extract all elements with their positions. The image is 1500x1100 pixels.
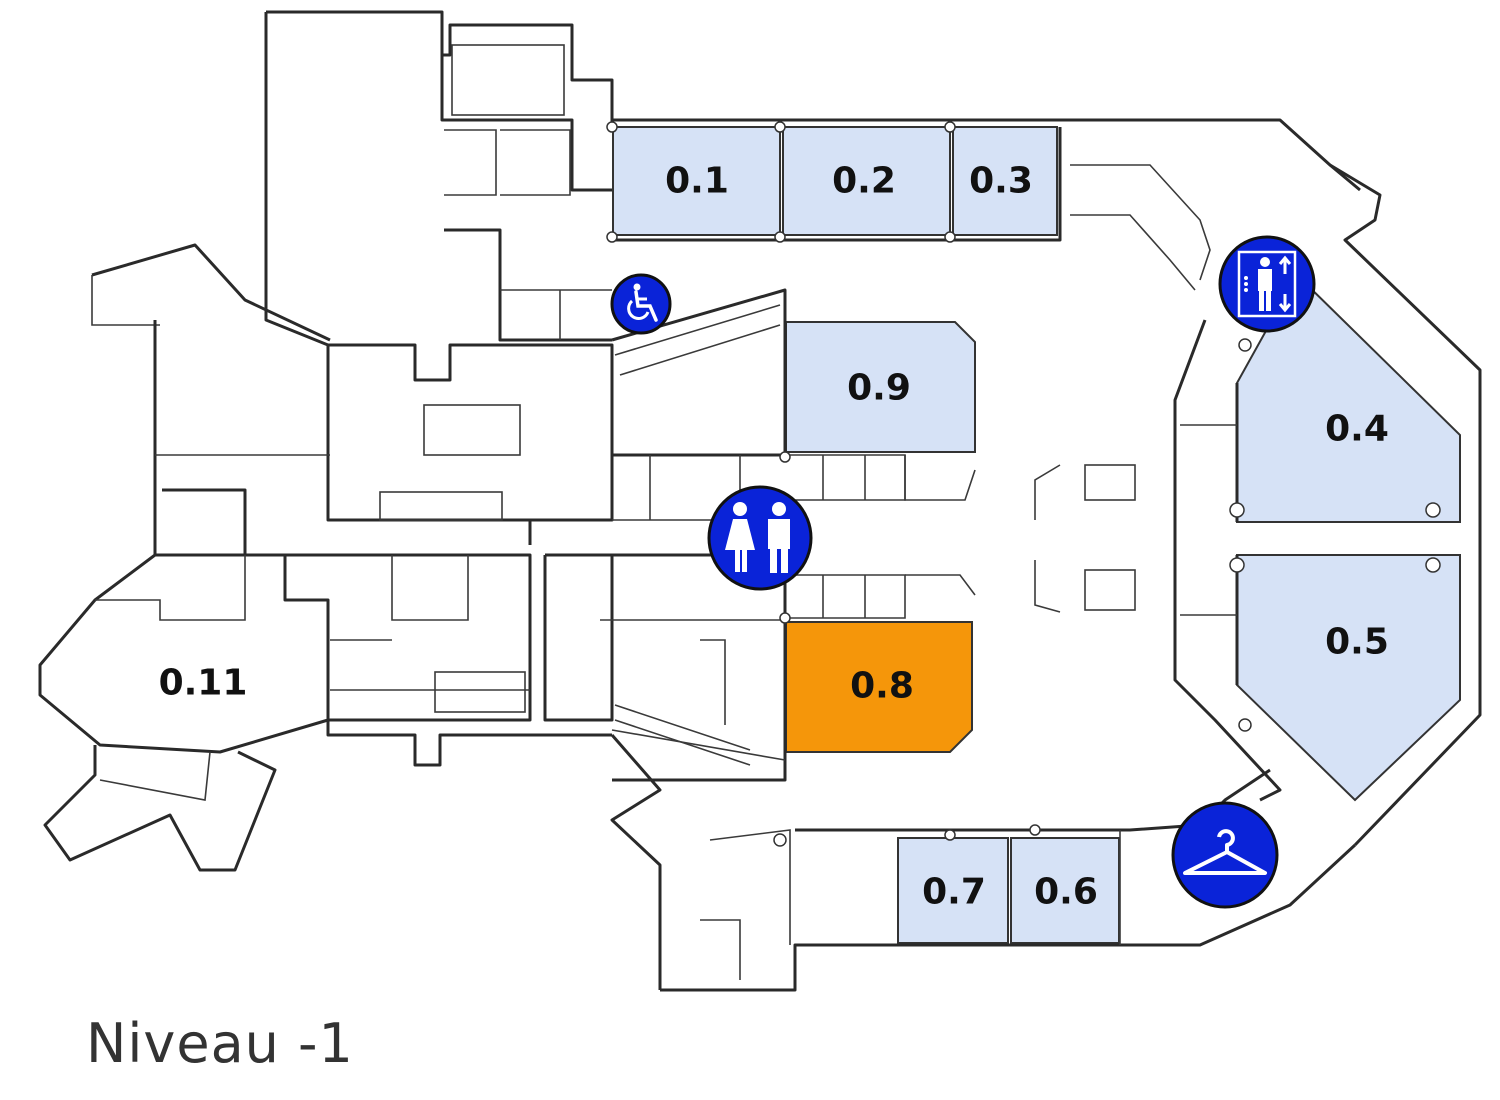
room-label-0-9: 0.9 [847, 368, 911, 409]
room-label-0-4: 0.4 [1325, 409, 1389, 450]
elevator-icon[interactable] [1218, 235, 1316, 333]
room-0-5-area[interactable] [1236, 554, 1461, 802]
level-title: Niveau -1 [86, 1012, 354, 1075]
room-0-4-area[interactable] [1236, 273, 1461, 523]
room-label-0-1: 0.1 [665, 161, 729, 202]
room-label-0-11: 0.11 [159, 663, 248, 704]
room-label-0-8: 0.8 [850, 666, 914, 707]
room-0-1-area[interactable] [612, 126, 781, 236]
walls-layer [38, 10, 1482, 992]
rooms-layer [612, 126, 1461, 944]
room-0-3-area[interactable] [952, 126, 1058, 236]
column-nodes [606, 121, 1441, 847]
room-0-6-area[interactable] [1010, 837, 1120, 944]
room-labels: 0.1 0.2 0.3 0.4 0.5 0.6 0.7 0.8 0.9 0.11 [159, 161, 1389, 913]
wheelchair-icon[interactable] [610, 273, 672, 335]
room-label-0-2: 0.2 [832, 161, 896, 202]
room-0-2-area[interactable] [782, 126, 951, 236]
room-0-7-area[interactable] [897, 837, 1009, 944]
cloakroom-icon[interactable] [1171, 801, 1279, 909]
restroom-icon[interactable] [707, 485, 813, 591]
floor-plan: 0.1 0.2 0.3 0.4 0.5 0.6 0.7 0.8 0.9 0.11 [38, 10, 1482, 992]
room-label-0-7: 0.7 [922, 872, 986, 913]
room-label-0-5: 0.5 [1325, 622, 1389, 663]
room-label-0-3: 0.3 [969, 161, 1033, 202]
room-label-0-6: 0.6 [1034, 872, 1098, 913]
